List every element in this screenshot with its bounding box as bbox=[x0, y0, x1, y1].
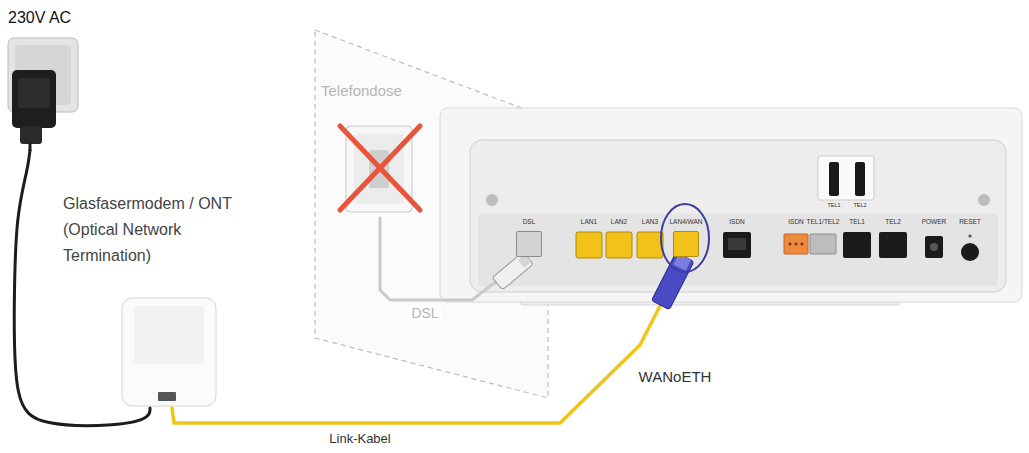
ont-modem: Glasfasermodem / ONT (Optical Network Te… bbox=[60, 188, 252, 408]
tel-port bbox=[843, 232, 871, 258]
port-label: LAN2 bbox=[611, 218, 627, 226]
wan-port: LAN4/WAN bbox=[666, 217, 706, 257]
isdn-port bbox=[723, 232, 751, 258]
highlight-ring bbox=[661, 204, 709, 272]
reset-button bbox=[961, 243, 979, 261]
port-label: ISDN bbox=[788, 218, 804, 226]
power-cable bbox=[14, 150, 150, 425]
wan-plug bbox=[652, 252, 694, 309]
port-socket bbox=[673, 231, 699, 257]
port-label: LAN3 bbox=[642, 218, 658, 226]
adapter-neck bbox=[20, 126, 42, 144]
port-socket bbox=[516, 231, 542, 257]
port-label: LAN4/WAN bbox=[666, 217, 706, 226]
screw-hole bbox=[978, 194, 990, 206]
port-label: RESET bbox=[959, 218, 981, 226]
cable-label: Link-Kabel bbox=[326, 431, 393, 446]
reset-hole bbox=[968, 234, 971, 237]
cross-out bbox=[340, 126, 420, 210]
port-label: ISDN bbox=[729, 218, 745, 226]
port-strip bbox=[478, 214, 998, 286]
isdn-terminal bbox=[784, 234, 808, 254]
port-label: LAN1 bbox=[581, 218, 597, 226]
dsl-plug-body bbox=[492, 252, 533, 290]
ont-face bbox=[134, 306, 204, 364]
socket-label: Telefondose bbox=[321, 81, 429, 101]
port-label: POWER bbox=[922, 218, 947, 226]
cross-out bbox=[340, 126, 420, 210]
screw-hole bbox=[486, 194, 498, 206]
dsl-plug bbox=[492, 252, 533, 290]
isdn-port-slot bbox=[728, 238, 746, 250]
adapter-face bbox=[18, 78, 50, 108]
port-label: DSL bbox=[513, 217, 545, 226]
power-socket bbox=[925, 236, 943, 258]
link-cable bbox=[172, 257, 685, 423]
ont-port bbox=[158, 392, 176, 401]
tel-jack bbox=[855, 162, 865, 196]
terminal-dot bbox=[788, 242, 791, 245]
jack-label: TEL1 bbox=[827, 202, 840, 209]
power-outlet: 230V AC bbox=[5, 5, 87, 150]
tel-jack bbox=[829, 162, 839, 196]
lan-port bbox=[576, 232, 602, 258]
tel-terminal bbox=[810, 234, 836, 254]
port-label: TEL2 bbox=[885, 218, 901, 226]
wan-plug-body bbox=[652, 252, 694, 309]
cable-label: DSL bbox=[408, 305, 441, 321]
tel-port bbox=[879, 232, 907, 258]
router-back-panel bbox=[470, 140, 1006, 292]
power-socket-pin bbox=[930, 243, 938, 251]
lan-port bbox=[606, 232, 632, 258]
connector-group bbox=[14, 150, 685, 425]
lan-port bbox=[637, 232, 663, 258]
terminal-dot bbox=[800, 242, 803, 245]
tel-jack-box bbox=[818, 156, 874, 200]
connection-label: WANoETH bbox=[639, 368, 712, 386]
jack-label: TEL2 bbox=[853, 202, 866, 209]
device-label: Glasfasermodem / ONT (Optical Network Te… bbox=[63, 191, 249, 269]
ont-device bbox=[122, 298, 216, 406]
voltage-label: 230V AC bbox=[8, 8, 84, 28]
port-label: TEL1 bbox=[849, 218, 865, 226]
terminal-dot bbox=[794, 242, 797, 245]
phone-socket: Telefondose bbox=[318, 78, 432, 218]
dsl-port: DSL bbox=[513, 217, 545, 257]
power-adapter bbox=[12, 70, 56, 128]
port-label: TEL1/TEL2 bbox=[807, 218, 840, 226]
router-body bbox=[440, 108, 1022, 302]
